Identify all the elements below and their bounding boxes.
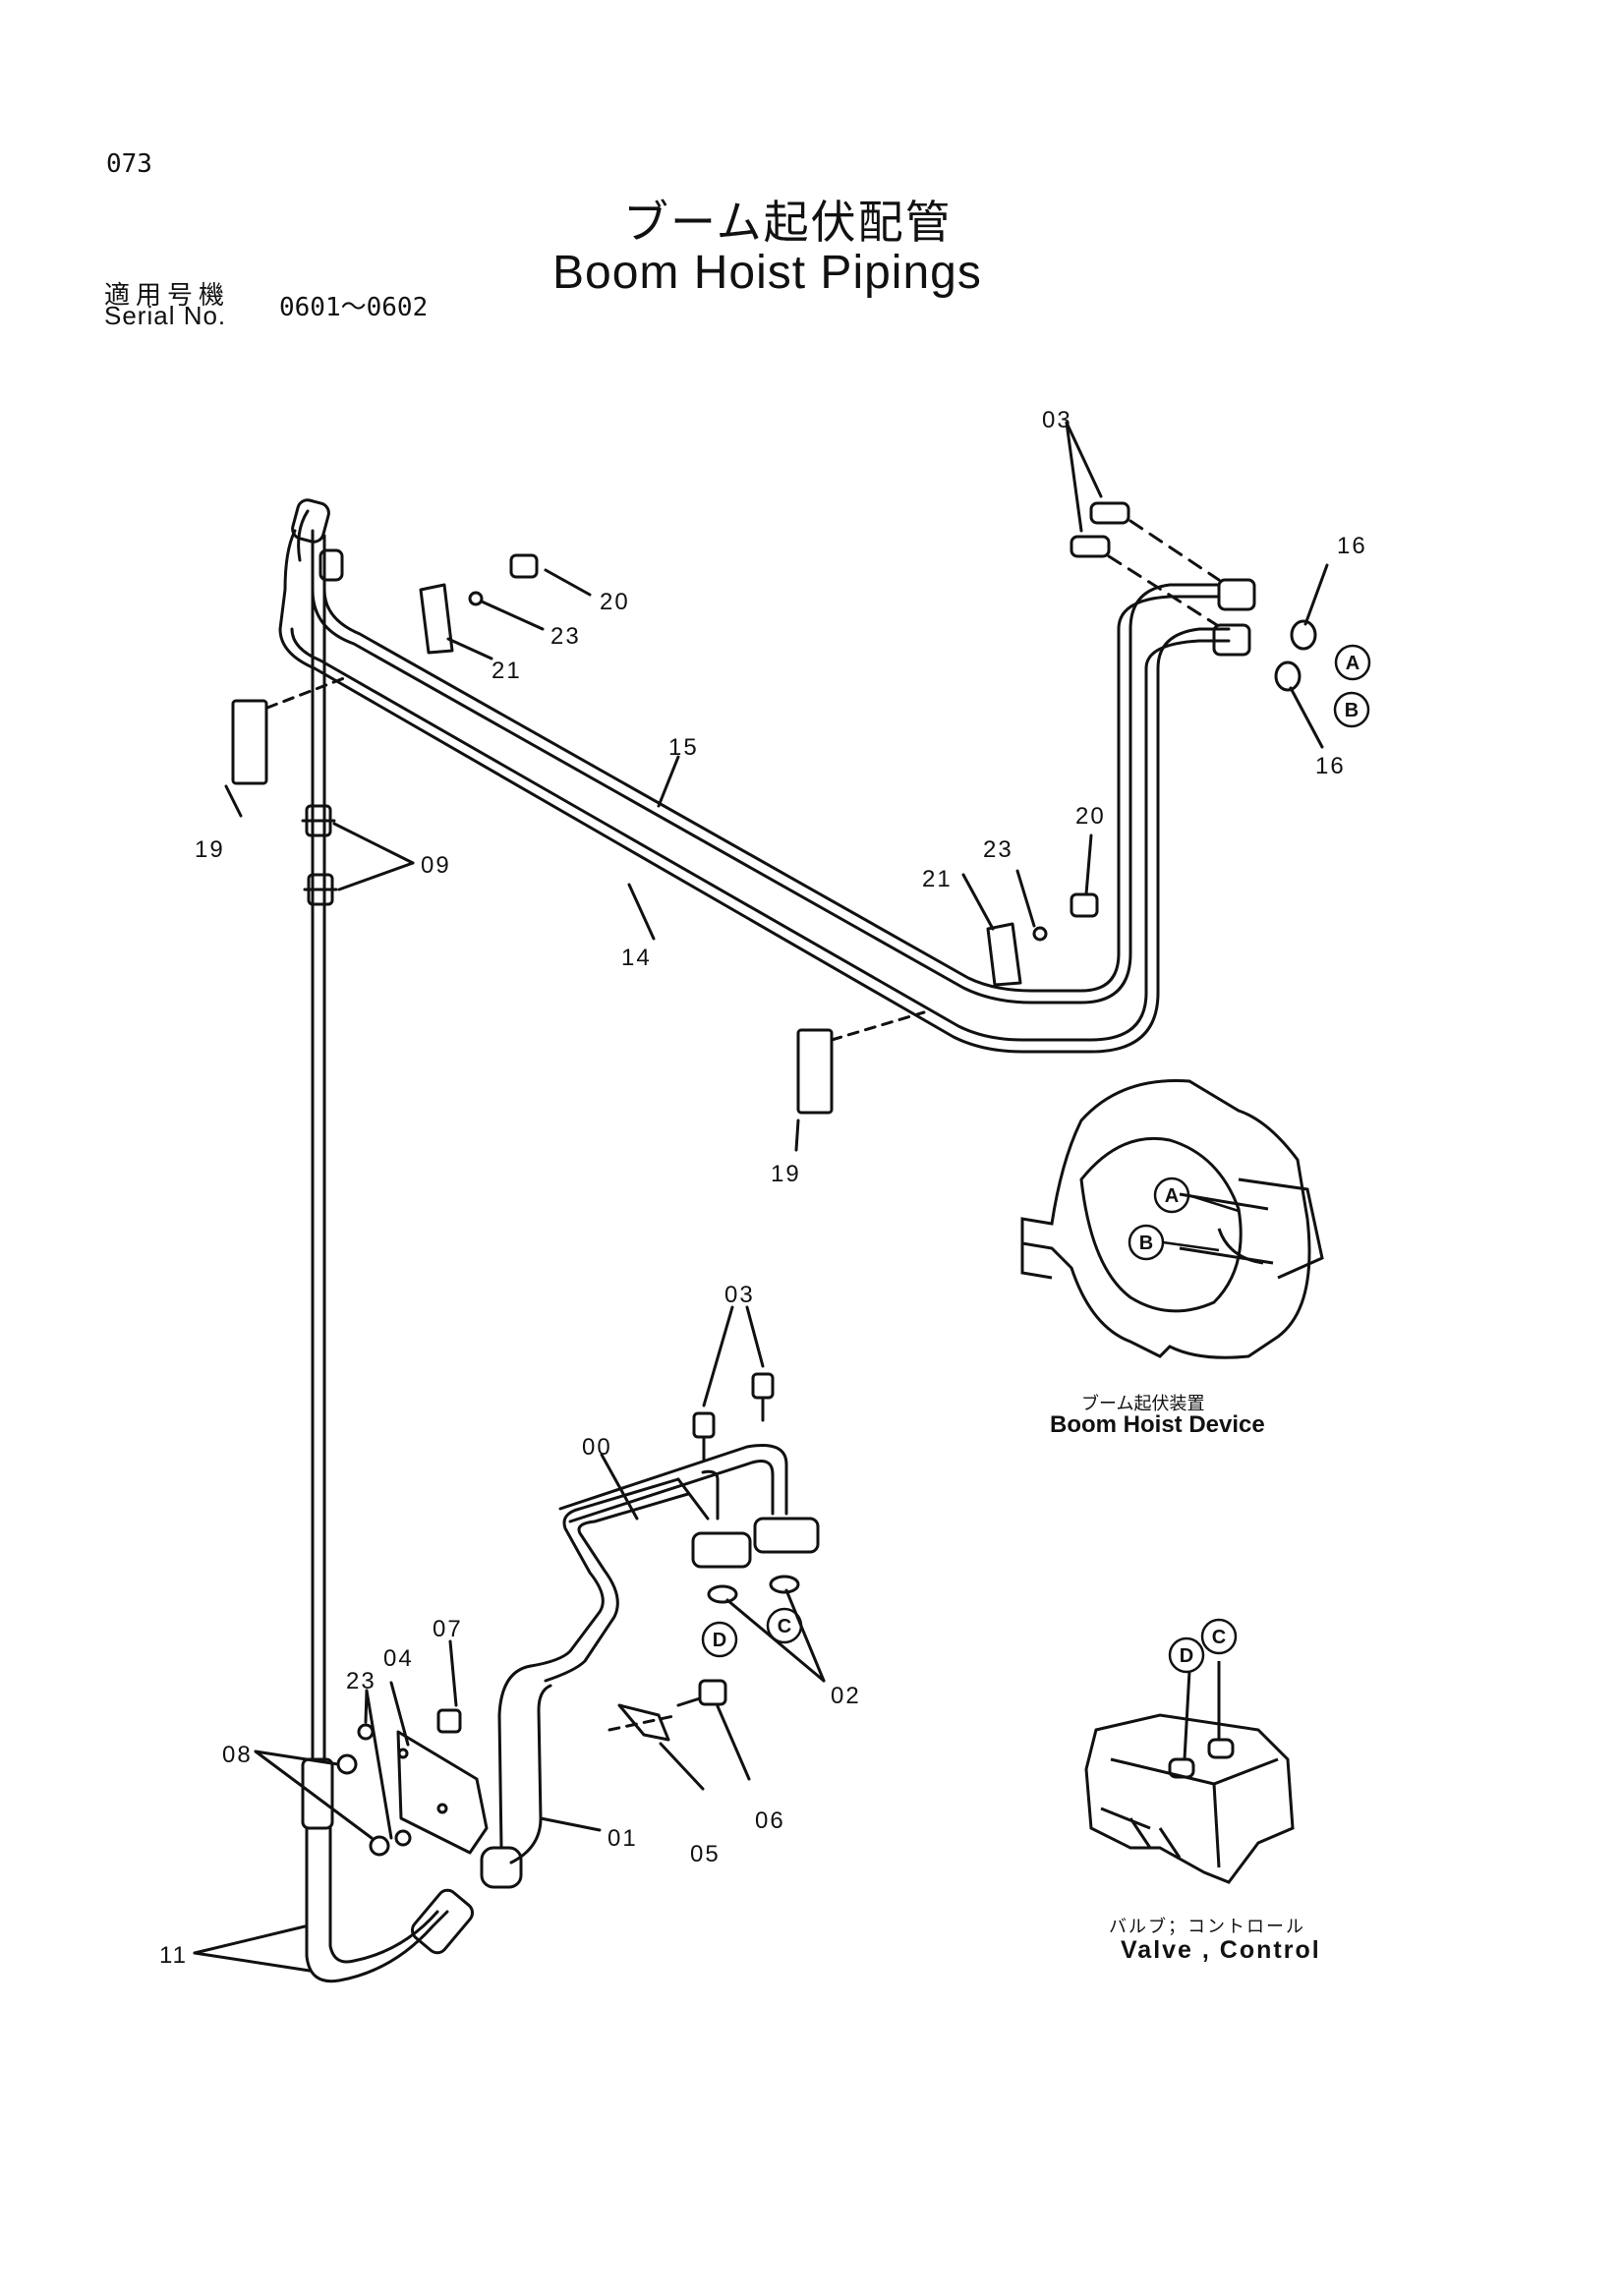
- port-label-c-valve: C: [1212, 1627, 1226, 1648]
- part-label-20-top: 20: [600, 589, 630, 615]
- part-label-05: 05: [690, 1841, 721, 1867]
- part-label-03-bottom: 03: [724, 1282, 755, 1308]
- port-label-a-top: A: [1346, 653, 1360, 674]
- part-label-09: 09: [421, 852, 451, 879]
- part-label-01: 01: [608, 1825, 638, 1852]
- port-label-d-mid: D: [713, 1630, 726, 1651]
- control-valve-caption-japanese: バルブ；コントロール: [1109, 1917, 1305, 1937]
- pipe-14-inner: [290, 627, 1231, 1042]
- part-label-19-mid: 19: [771, 1161, 801, 1187]
- boom-hoist-device-caption-japanese: ブーム起伏装置: [1081, 1394, 1205, 1414]
- part-label-16-top: 16: [1337, 533, 1367, 559]
- boom-hoist-device-caption-english: Boom Hoist Device: [1050, 1411, 1265, 1438]
- port-label-d-valve: D: [1180, 1645, 1193, 1667]
- serial-number-range: 0601～0602: [279, 293, 429, 322]
- pipe-14: [278, 627, 1231, 1054]
- serial-label-english: Serial No.: [104, 301, 227, 330]
- part-label-04: 04: [383, 1645, 414, 1672]
- page-title-english: Boom Hoist Pipings: [552, 247, 982, 299]
- part-label-19-left: 19: [195, 836, 225, 863]
- part-label-23-top: 23: [550, 623, 581, 650]
- part-label-16-bottom: 16: [1315, 753, 1346, 779]
- part-label-08: 08: [222, 1742, 253, 1768]
- part-label-07: 07: [433, 1616, 463, 1642]
- pipe-15-inner: [322, 534, 1221, 993]
- part-label-11: 11: [159, 1942, 188, 1969]
- port-label-b-device: B: [1139, 1233, 1153, 1254]
- serial-label-japanese: 適用号機: [104, 281, 231, 311]
- part-label-15: 15: [668, 734, 699, 761]
- part-label-21-top: 21: [492, 658, 522, 684]
- part-label-20-mid: 20: [1075, 803, 1106, 830]
- control-valve-caption-english: Valve , Control: [1121, 1936, 1321, 1964]
- page-title-japanese: ブーム起伏配管: [623, 196, 953, 249]
- page-number: 073: [106, 149, 152, 179]
- part-label-03-top: 03: [1042, 407, 1072, 433]
- part-label-00: 00: [582, 1434, 612, 1461]
- part-label-02: 02: [831, 1683, 861, 1709]
- control-valve-illustration: [1084, 1661, 1295, 1884]
- port-label-c-mid: C: [778, 1616, 791, 1637]
- boom-hoist-device-illustration: [1020, 1079, 1324, 1359]
- part-label-06: 06: [755, 1808, 785, 1834]
- part-label-23-mid: 23: [983, 836, 1013, 863]
- pipe-15: [311, 529, 1221, 1004]
- port-label-b-top: B: [1345, 700, 1359, 721]
- port-label-a-device: A: [1165, 1185, 1179, 1207]
- part-label-23-low: 23: [346, 1668, 376, 1694]
- part-label-21-mid: 21: [922, 866, 953, 892]
- part-label-14: 14: [621, 945, 652, 971]
